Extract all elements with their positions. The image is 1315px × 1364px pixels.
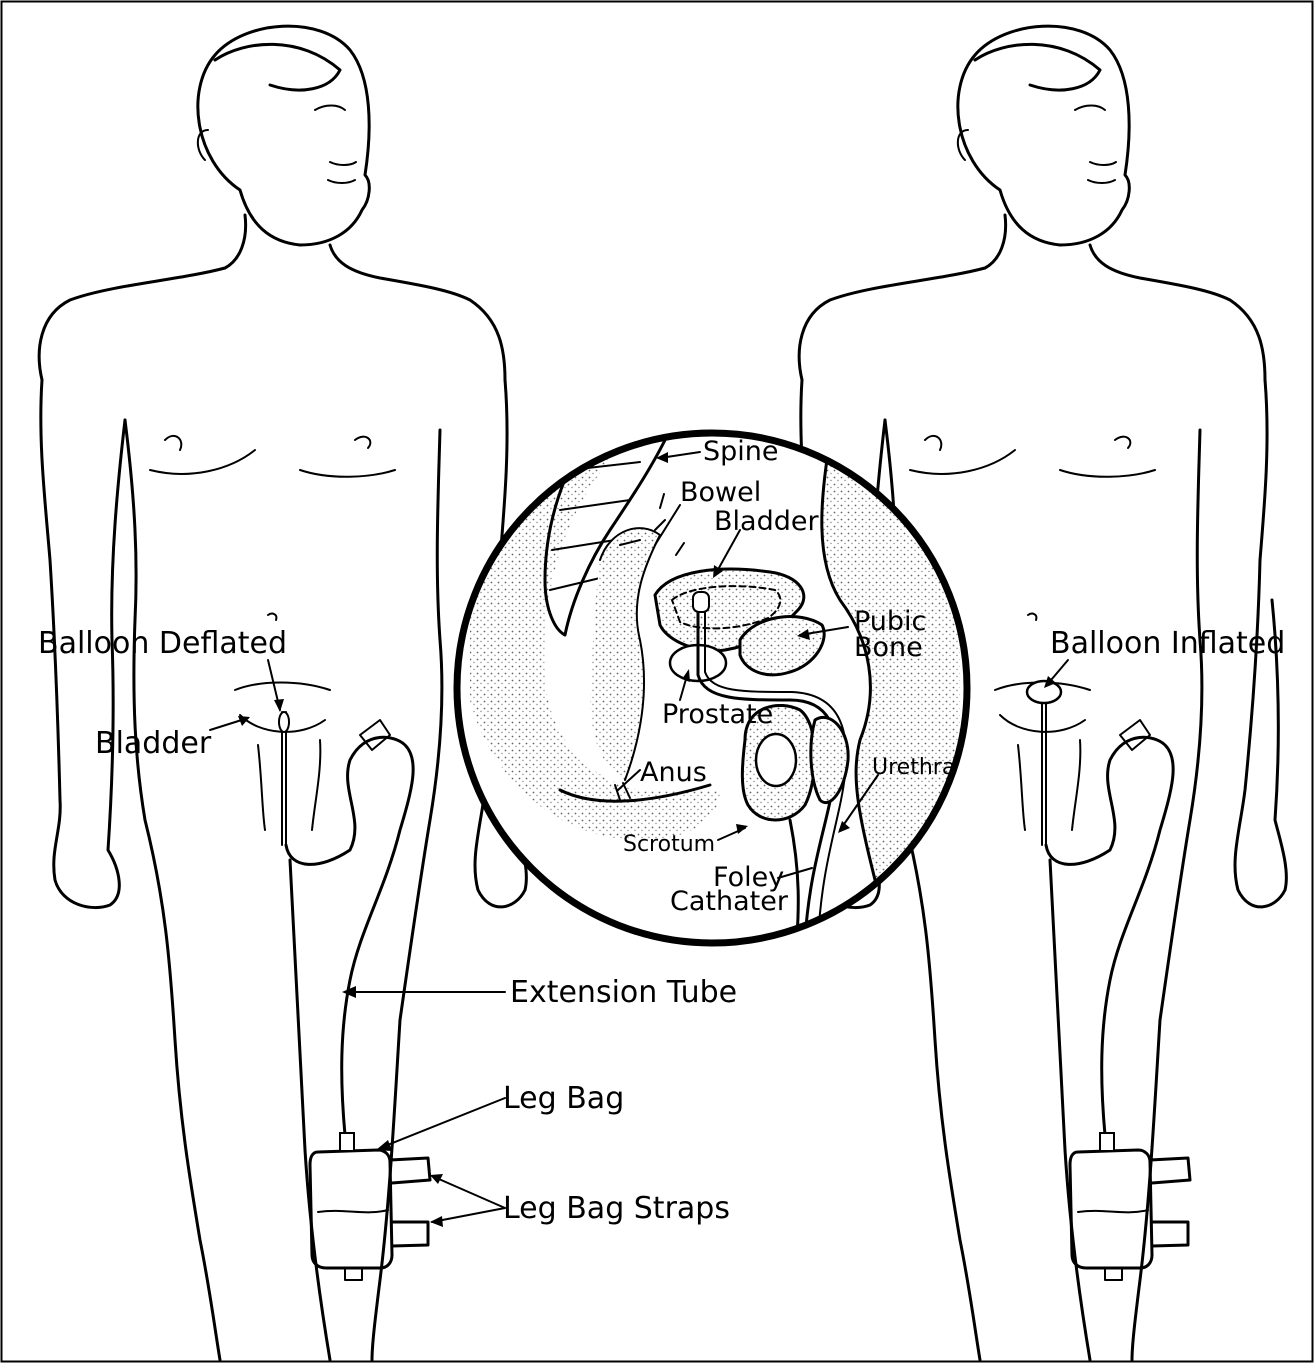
- left-figure: [39, 26, 526, 1360]
- label-leg-bag: Leg Bag: [503, 1081, 624, 1116]
- label-bowel: Bowel: [680, 477, 761, 508]
- left-head: [198, 26, 369, 245]
- label-balloon-deflated: Balloon Deflated: [38, 626, 287, 661]
- label-prostate: Prostate: [662, 699, 773, 730]
- label-extension-tube: Extension Tube: [510, 975, 737, 1010]
- cross-section-inset: [457, 430, 967, 960]
- left-leg-bag-strap-top: [390, 1158, 430, 1183]
- label-leg-bag-straps: Leg Bag Straps: [503, 1191, 730, 1226]
- left-extension-tube: [286, 737, 413, 1135]
- label-anus: Anus: [640, 757, 707, 788]
- label-spine: Spine: [703, 436, 779, 467]
- label-bladder-left: Bladder: [95, 726, 212, 761]
- label-balloon-inflated: Balloon Inflated: [1050, 626, 1285, 661]
- left-leg-bag: [310, 1150, 392, 1268]
- inflated-balloon: [1027, 681, 1061, 703]
- label-bone: Bone: [854, 632, 923, 663]
- label-cathater: Cathater: [670, 886, 789, 917]
- left-leg-bag-strap-bottom: [392, 1222, 428, 1246]
- label-scrotum: Scrotum: [623, 832, 715, 857]
- label-bladder-inset: Bladder: [714, 506, 819, 537]
- label-urethra: Urethra: [872, 755, 955, 780]
